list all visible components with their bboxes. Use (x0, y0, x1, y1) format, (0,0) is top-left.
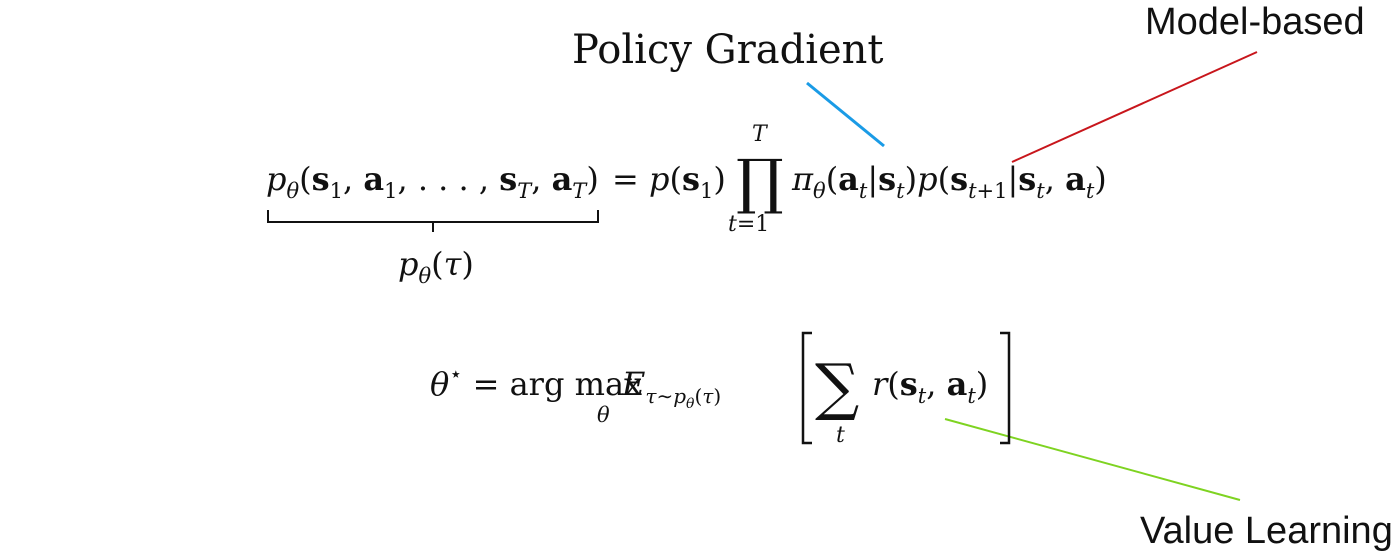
summation-index: t (836, 423, 845, 448)
objective-equation: θ⋆ = arg max θ Eτ∼pθ(τ) ∑ t r(st, at) (430, 331, 1011, 448)
value-learning-pointer (944, 418, 1241, 501)
summation-symbol: ∑ (815, 350, 859, 423)
left-bracket (801, 331, 812, 445)
policy-gradient-label: Policy Gradient (572, 27, 884, 73)
value-learning-label: Value Learning (1140, 510, 1393, 552)
policy-gradient-pointer (806, 81, 885, 148)
trajectory-rhs-terms: πθ(at|st)p(st+1|st, at) (791, 160, 1107, 203)
product-symbol: ∏ (736, 147, 784, 217)
expectation: Eτ∼pθ(τ) (621, 365, 721, 412)
argmax-subscript: θ (597, 403, 610, 427)
product-lower-limit: t=1 (728, 212, 769, 237)
trajectory-rhs-initial: = p(s1) (612, 160, 726, 203)
objective-lhs: θ⋆ = arg max (430, 362, 642, 403)
right-bracket (1000, 331, 1011, 445)
trajectory-underbrace (267, 210, 599, 232)
reward-term: r(st, at) (872, 365, 988, 408)
trajectory-lhs: pθ(s1, a1, . . . , sT, aT) (266, 160, 599, 203)
model-based-label: Model-based (1145, 1, 1365, 43)
trajectory-equation: pθ(s1, a1, . . . , sT, aT) = p(s1) T ∏ t… (266, 122, 1107, 237)
underbrace-label: pθ(τ) (398, 245, 474, 288)
product-upper-limit: T (752, 122, 769, 147)
model-based-pointer (1011, 51, 1258, 163)
